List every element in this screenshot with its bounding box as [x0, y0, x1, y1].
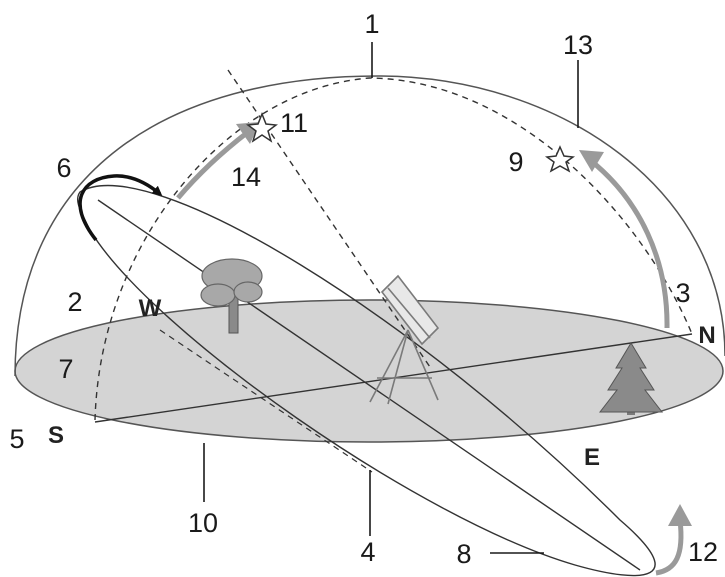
- south-label: S: [48, 422, 64, 449]
- bottom-curve-arrowhead: [668, 504, 692, 526]
- callout-6: 6: [56, 153, 71, 183]
- callout-4: 4: [360, 537, 375, 567]
- meridian-line: [94, 77, 693, 421]
- deciduous-tree-icon: [200, 258, 263, 334]
- east-label: E: [584, 444, 600, 471]
- north-label: N: [698, 322, 715, 349]
- rising-path-arrow-right: [588, 158, 670, 329]
- callout-12: 12: [688, 537, 718, 567]
- rising-path-arrow-left: [176, 130, 250, 200]
- telescope-icon: [369, 274, 440, 405]
- callout-8: 8: [456, 539, 471, 569]
- callout-leaders: [203, 42, 579, 554]
- callout-14: 14: [231, 162, 261, 192]
- rotation-arrow: [78, 174, 163, 242]
- callout-10: 10: [188, 508, 218, 538]
- callout-7: 7: [58, 354, 73, 384]
- callout-3: 3: [675, 278, 690, 308]
- lower-meridian-dashed: [159, 329, 373, 473]
- celestial-dome: [14, 75, 725, 377]
- celestial-equator: [76, 184, 656, 577]
- horizon-plane: [14, 299, 724, 443]
- bottom-curve-arrow: [655, 519, 684, 576]
- callout-13: 13: [563, 30, 593, 60]
- star-icon: [544, 145, 576, 173]
- west-east-line: [97, 199, 641, 571]
- callout-11: 11: [280, 108, 308, 138]
- callout-9: 9: [508, 147, 523, 177]
- callout-1: 1: [364, 9, 379, 39]
- rising-path-arrowhead-right: [579, 150, 604, 172]
- star-icon: [246, 111, 278, 143]
- callout-5: 5: [9, 424, 24, 454]
- conifer-tree-icon: [598, 342, 664, 415]
- west-label: W: [139, 295, 162, 322]
- callout-2: 2: [67, 287, 82, 317]
